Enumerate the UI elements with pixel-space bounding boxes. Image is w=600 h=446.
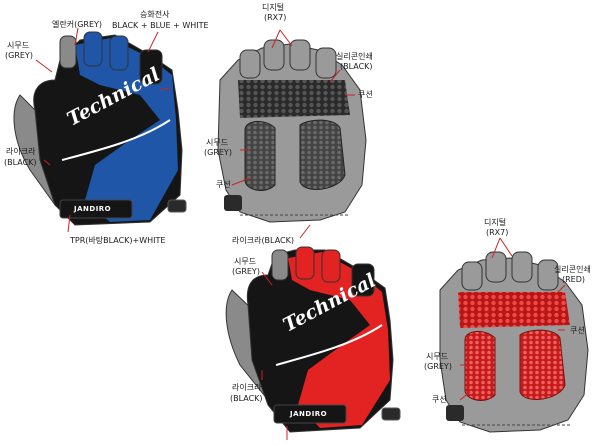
label-silicone-bottom-2: (RED) <box>562 275 586 284</box>
label-suede-top-2: (GREY) <box>204 148 232 157</box>
label-fabric-title: 승화전사 <box>140 10 170 19</box>
label-dimple-bottom-1: 디지털 <box>484 218 507 227</box>
label-suede-blue-1: 시무드 <box>7 41 30 50</box>
label-silicone-top-1: 실리콘인쇄 <box>336 52 373 61</box>
red-glove <box>225 246 401 433</box>
label-suede-blue-2: (GREY) <box>5 51 33 60</box>
label-tpr: TPR(바탕BLACK)+WHITE <box>70 236 166 245</box>
label-cushion-top-a: 쿠션 <box>358 90 373 99</box>
label-fabric-colors: BLACK + BLUE + WHITE <box>112 21 209 30</box>
label-cushion-bottom-b: 쿠션 <box>432 395 447 404</box>
red-glove-tab-logo: JANDIRO <box>290 410 328 418</box>
leader-lines <box>35 27 566 440</box>
label-suede-red-2: (GREY) <box>232 267 260 276</box>
label-lycra-red-1: 라이크라 <box>232 383 262 392</box>
label-lycra-red-2: (BLACK) <box>230 394 263 403</box>
label-suede-bottom-2: (GREY) <box>424 362 452 371</box>
label-cushion-top-b: 쿠션 <box>216 180 231 189</box>
label-suede-red-1: 시무드 <box>234 257 257 266</box>
blue-glove-tab-logo: JANDIRO <box>74 205 112 213</box>
label-suede-top-1: 시무드 <box>206 138 229 147</box>
label-silicone-top-2: (BLACK) <box>340 62 373 71</box>
label-dimple-bottom-2: (RX7) <box>486 228 509 237</box>
palm-bottom <box>439 251 589 433</box>
label-elastic-band: 엘란커(GREY) <box>52 20 103 29</box>
label-suede-bottom-1: 시무드 <box>426 352 449 361</box>
label-dimple-top-1: 디지털 <box>262 3 285 12</box>
label-lycra-top: 라이크라(BLACK) <box>232 236 294 245</box>
blue-glove <box>13 31 187 226</box>
label-lycra-blue-2: (BLACK) <box>4 158 37 167</box>
label-cushion-bottom-a: 쿠션 <box>570 326 585 335</box>
palm-top <box>217 39 367 223</box>
label-dimple-top-2: (RX7) <box>264 13 287 22</box>
label-lycra-blue-1: 라이크라 <box>6 147 36 156</box>
label-silicone-bottom-1: 실리콘인쇄 <box>554 265 591 274</box>
